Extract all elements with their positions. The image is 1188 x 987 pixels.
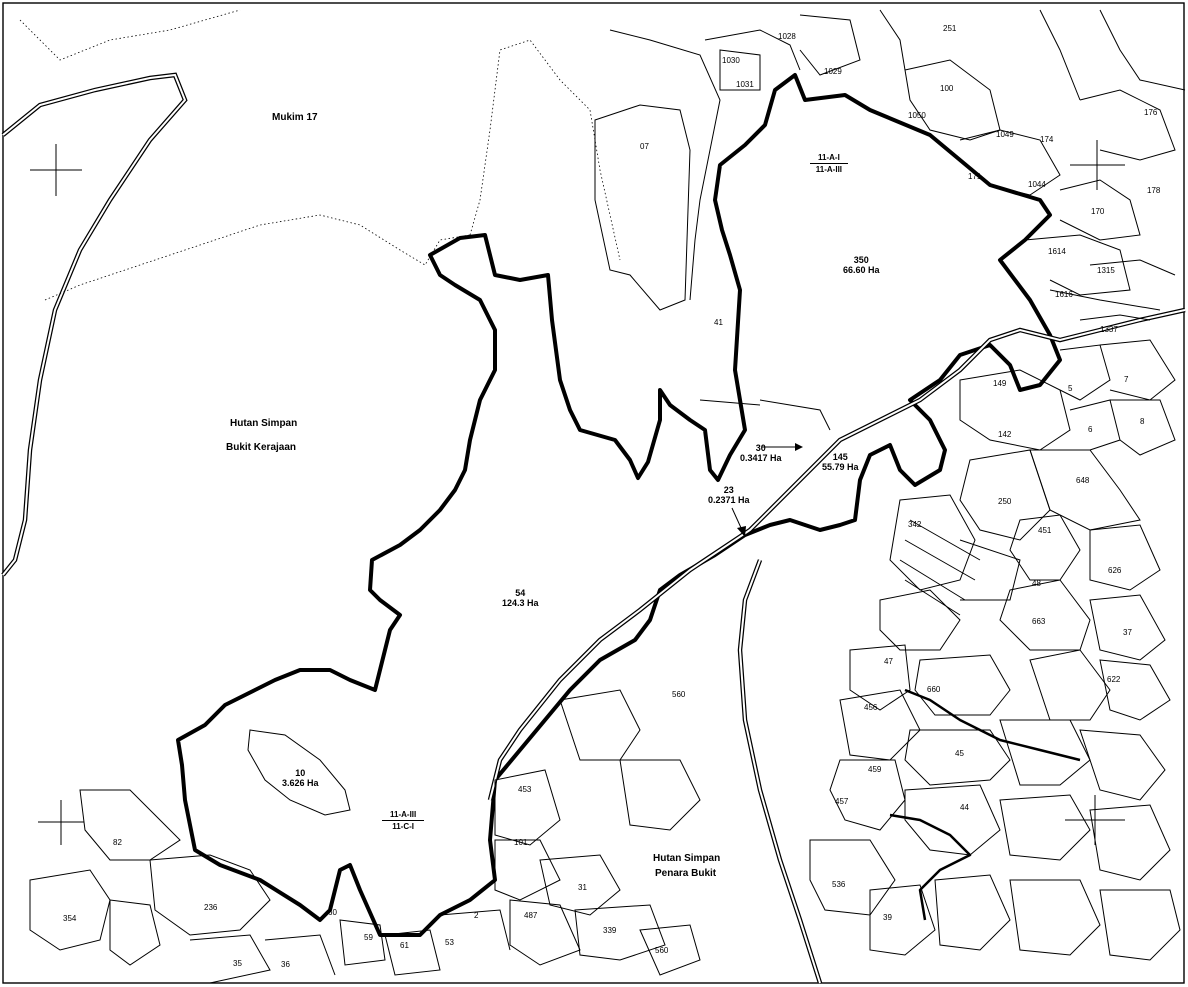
lot-number: 8 <box>1140 417 1145 426</box>
lot-number: 31 <box>578 883 587 892</box>
forest-reserve-west-line2: Bukit Kerajaan <box>226 442 297 453</box>
lot-number: 1029 <box>824 67 842 76</box>
lot-10-boundary <box>247 729 351 816</box>
lot-number: 7 <box>1124 375 1129 384</box>
arrow-lot-23 <box>731 507 746 537</box>
lot-number: 170 <box>1091 207 1105 216</box>
lot-number: 453 <box>518 785 532 794</box>
lot-number: 1031 <box>736 80 754 89</box>
lot-number: 1616 <box>1055 290 1073 299</box>
lot-350-label: 350 66.60 Ha <box>843 255 880 275</box>
lot-23-label: 23 0.2371 Ha <box>708 485 750 505</box>
lot-number: 59 <box>364 933 373 942</box>
lot-number: 171 <box>968 172 982 181</box>
lot-number: 41 <box>714 318 723 327</box>
lot-number: 1315 <box>1097 266 1115 275</box>
lot-number: 1044 <box>1028 180 1046 189</box>
lot-number: 487 <box>524 911 538 920</box>
grid-cross-nw <box>30 144 82 196</box>
lot-number: 48 <box>1032 579 1041 588</box>
lot-number: 07 <box>640 142 649 151</box>
lot-10-label: 10 3.626 Ha <box>282 768 319 788</box>
lot-30-label: 30 0.3417 Ha <box>740 443 782 463</box>
sheet-ref-north: 11-A-I 11-A-III <box>810 153 848 174</box>
lot-number: 560 <box>672 690 686 699</box>
mukim-boundary <box>44 214 471 301</box>
forest-reserve-west-line1: Hutan Simpan <box>230 418 298 429</box>
lot-number: 82 <box>113 838 122 847</box>
lot-number: 35 <box>233 959 242 968</box>
lot-number: 459 <box>868 765 882 774</box>
lot-number: 536 <box>832 880 846 889</box>
lot-145-label: 145 55.79 Ha <box>822 452 859 472</box>
lot-number: 142 <box>998 430 1012 439</box>
lot-number: 626 <box>1108 566 1122 575</box>
lot-number: 39 <box>883 913 892 922</box>
lot-number: 100 <box>940 84 954 93</box>
lot-number: 456 <box>864 703 878 712</box>
lot-number: 660 <box>927 685 941 694</box>
lot-number: 149 <box>993 379 1007 388</box>
lot-number: 457 <box>835 797 849 806</box>
arrow-lot-30 <box>762 443 803 451</box>
lot-number: 101 <box>514 838 528 847</box>
lot-54-label: 54 124.3 Ha <box>502 588 539 608</box>
forest-reserve-south-line2: Penara Bukit <box>655 868 717 879</box>
lot-number: 45 <box>955 749 964 758</box>
lot-number: 1030 <box>722 56 740 65</box>
lot-number: 251 <box>943 24 957 33</box>
lot-number: 250 <box>998 497 1012 506</box>
lot-number: 2 <box>474 911 479 920</box>
lot-number: 36 <box>281 960 290 969</box>
lot-number: 663 <box>1032 617 1046 626</box>
grid-cross-ne <box>1070 140 1125 190</box>
lot-number: 339 <box>603 926 617 935</box>
grid-cross-sw <box>38 800 84 845</box>
lot-number: 44 <box>960 803 969 812</box>
lot-number: 648 <box>1076 476 1090 485</box>
lot-54-boundary <box>176 73 1062 937</box>
lot-number: 174 <box>1040 135 1054 144</box>
lot-number: 53 <box>445 938 454 947</box>
lot-number: 1050 <box>908 111 926 120</box>
lot-number: 6 <box>1088 425 1093 434</box>
lot-number: 622 <box>1107 675 1121 684</box>
river-south <box>487 307 1186 801</box>
lot-number: 60 <box>328 908 337 917</box>
lot-number: 354 <box>63 914 77 923</box>
lot-number: 1049 <box>996 130 1014 139</box>
sheet-ref-south: 11-A-III 11-C-I <box>382 810 425 831</box>
lot-number: 342 <box>908 520 922 529</box>
lot-number: 1337 <box>1100 325 1118 334</box>
lot-number: 1614 <box>1048 247 1066 256</box>
lot-number: 236 <box>204 903 218 912</box>
lot-number: 1028 <box>778 32 796 41</box>
lot-number: 176 <box>1144 108 1158 117</box>
grid-cross-se <box>1065 795 1125 845</box>
forest-reserve-south-line1: Hutan Simpan <box>653 853 721 864</box>
lot-number: 560 <box>655 946 669 955</box>
lot-number: 178 <box>1147 186 1161 195</box>
lot-number: 451 <box>1038 526 1052 535</box>
mukim-label: Mukim 17 <box>272 112 318 123</box>
lot-number: 61 <box>400 941 409 950</box>
lot-number: 47 <box>884 657 893 666</box>
lot-number: 37 <box>1123 628 1132 637</box>
river-west <box>1 72 188 577</box>
lot-number: 5 <box>1068 384 1073 393</box>
